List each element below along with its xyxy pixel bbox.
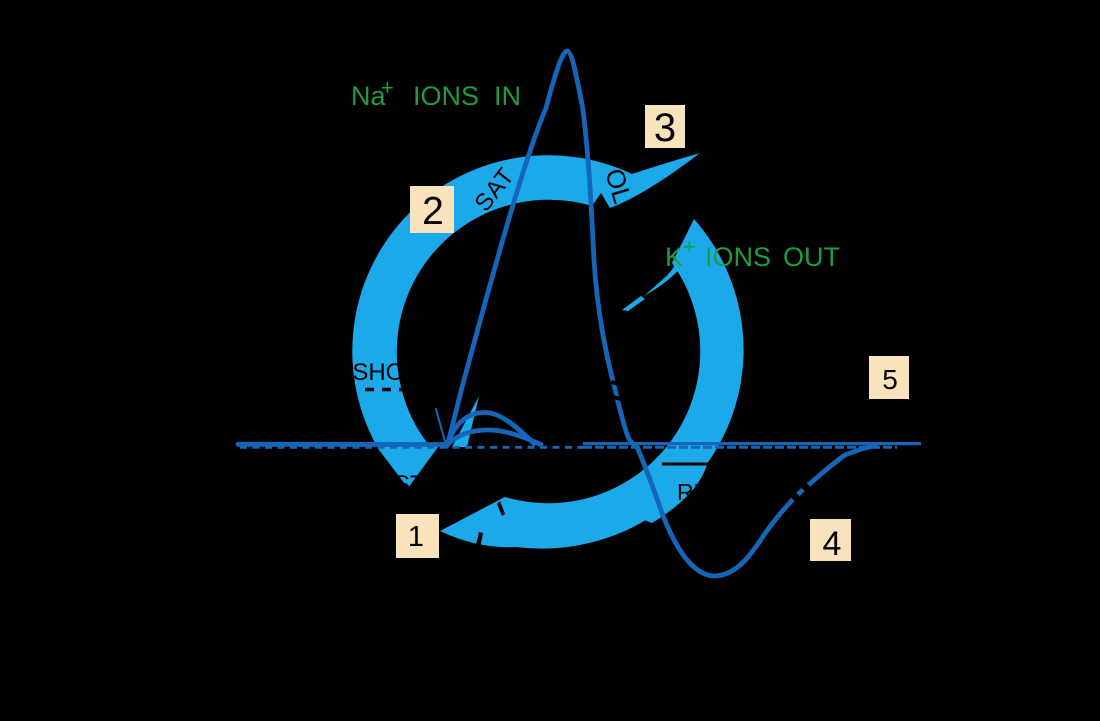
svg-text:IONS: IONS — [413, 81, 479, 111]
svg-text:THRESHOLD: THRESHOLD — [287, 359, 435, 386]
svg-text:RE: RE — [677, 479, 709, 505]
svg-text:5: 5 — [882, 364, 898, 395]
svg-text:+: + — [683, 234, 696, 259]
svg-text:K: K — [665, 242, 683, 272]
svg-text:IONS: IONS — [705, 242, 771, 272]
svg-text:Na: Na — [351, 81, 386, 111]
svg-text:2: 2 — [422, 190, 444, 233]
svg-text:IN: IN — [494, 81, 521, 111]
svg-text:+: + — [381, 75, 394, 100]
svg-text:3: 3 — [654, 106, 676, 150]
svg-text:1: 1 — [408, 521, 424, 553]
svg-text:ST: ST — [394, 471, 425, 498]
svg-text:4: 4 — [823, 525, 842, 563]
svg-text:OUT: OUT — [783, 242, 840, 272]
